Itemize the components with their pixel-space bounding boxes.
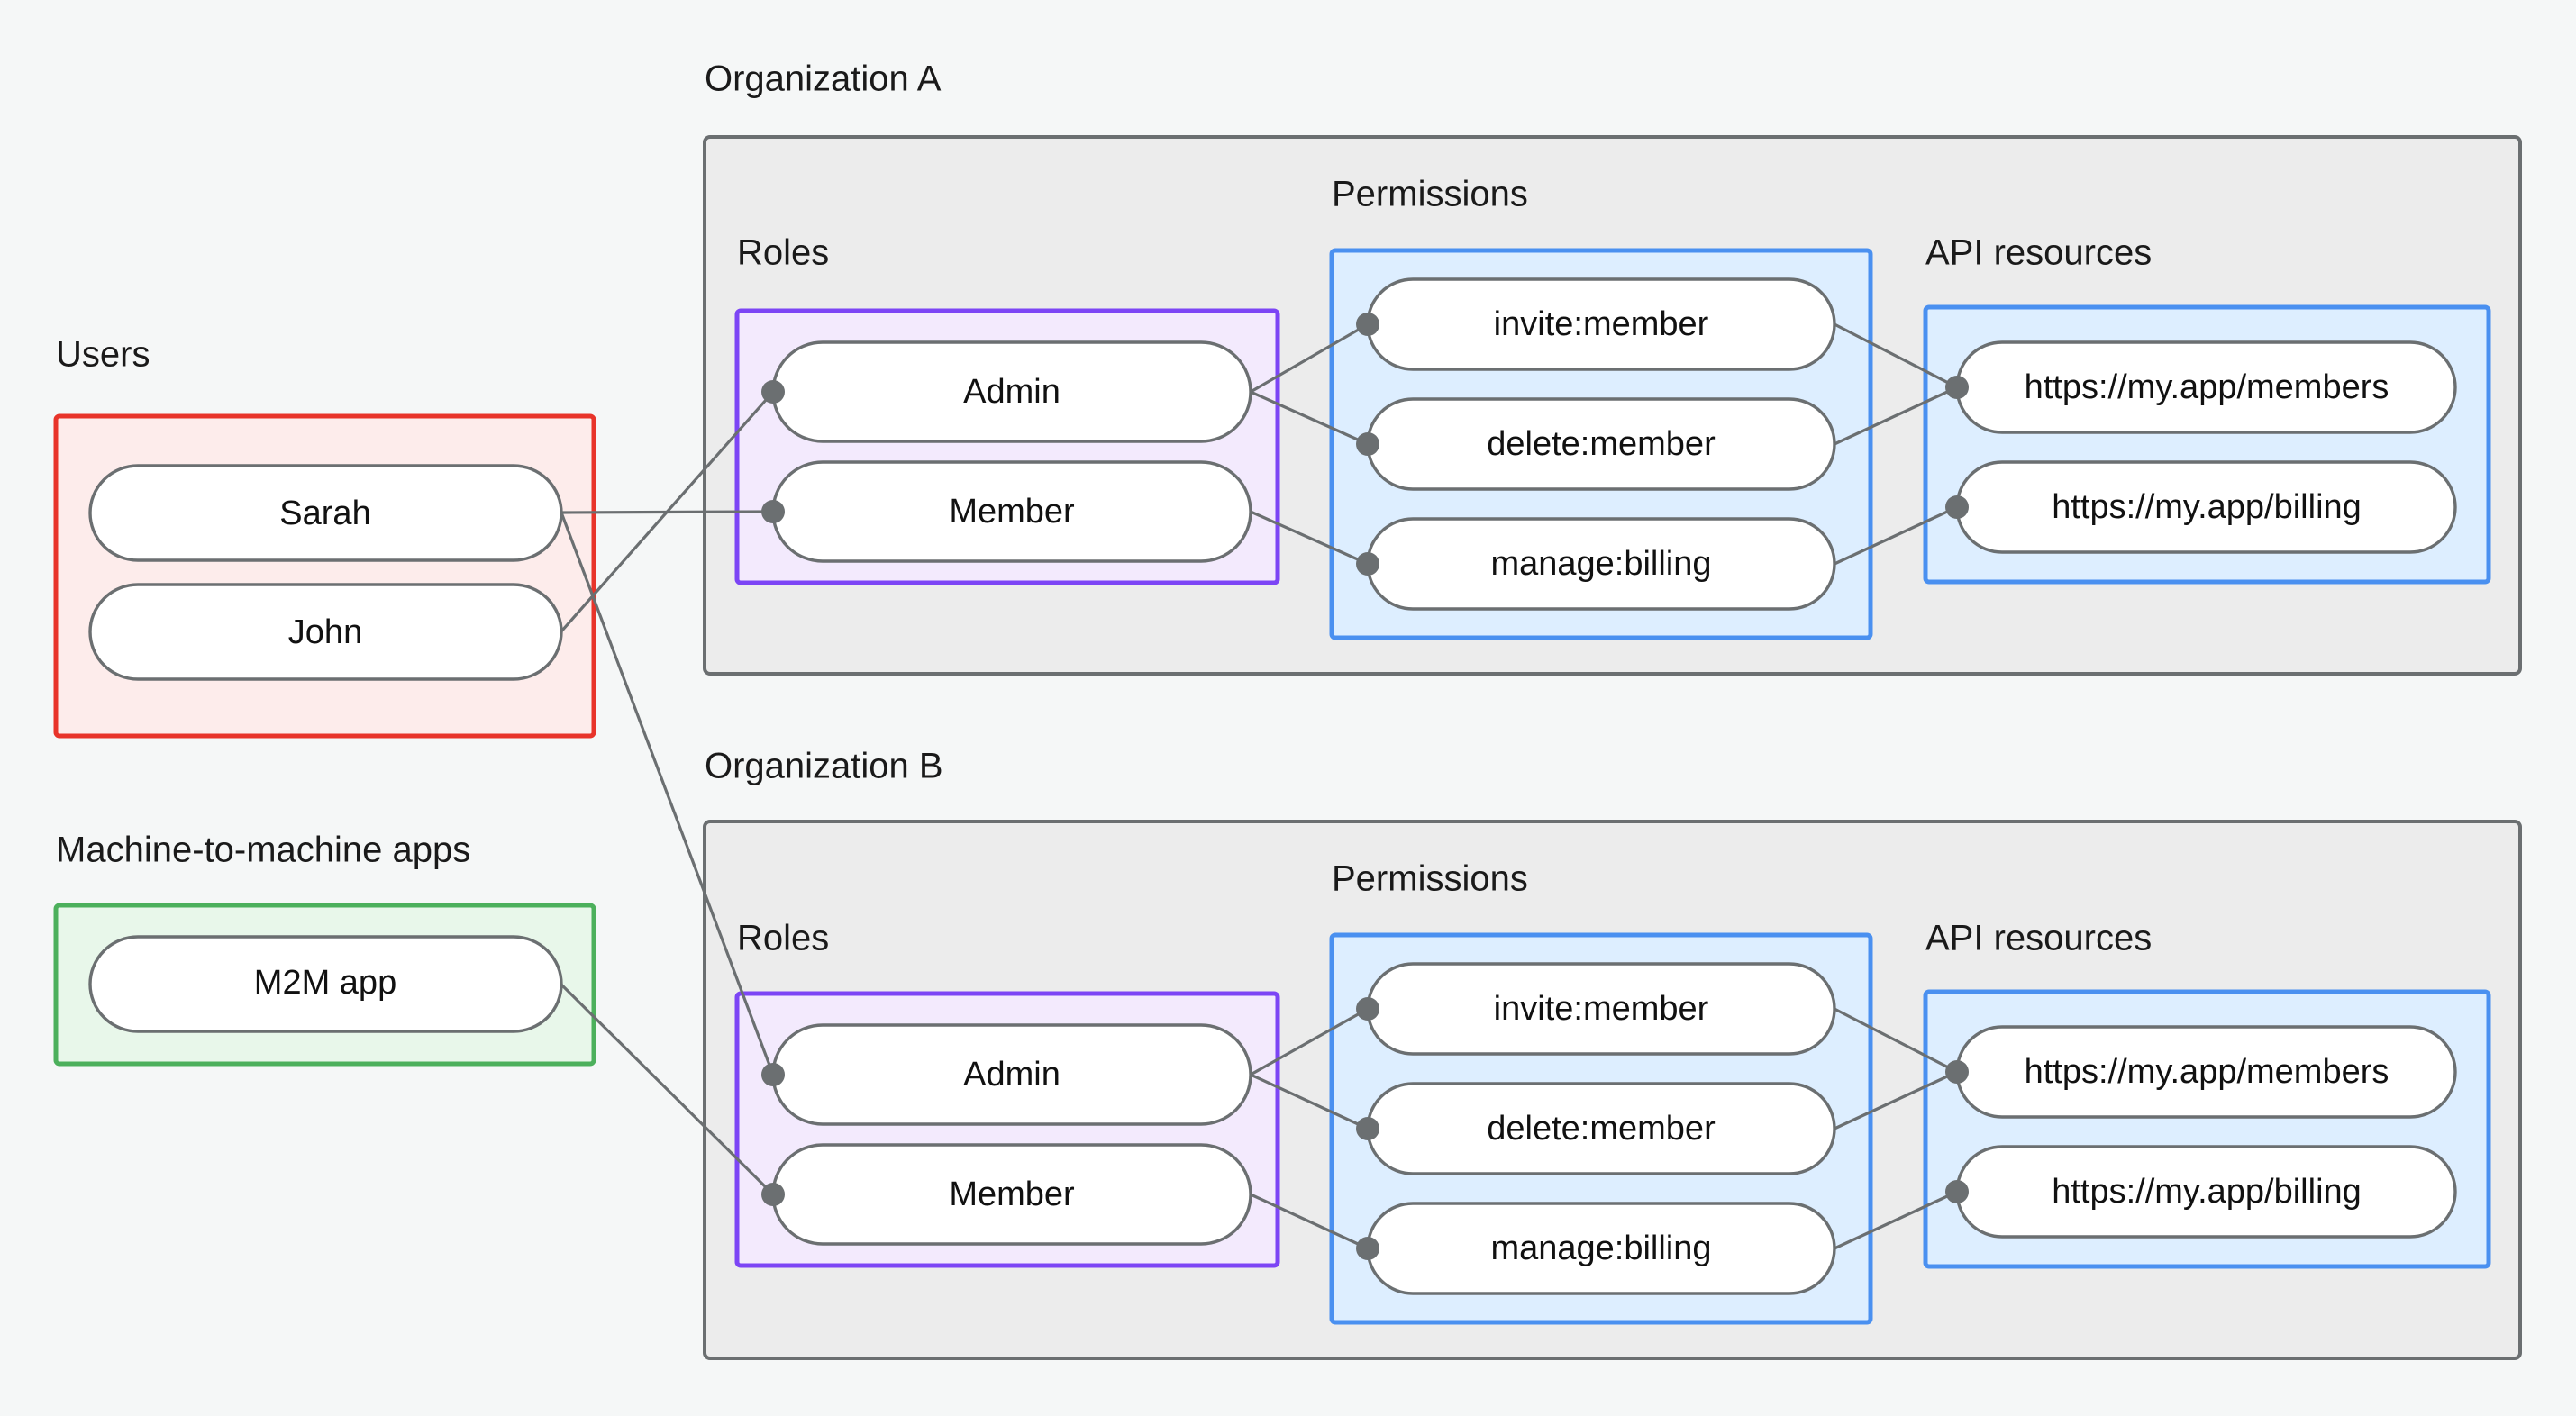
edge-orga-billing-to-billing bbox=[1834, 505, 1958, 566]
user-john[interactable] bbox=[88, 583, 563, 681]
endpoint-orga-api-members-in bbox=[1945, 376, 1969, 399]
users-container bbox=[53, 413, 596, 739]
edge-orgb-delete-to-members bbox=[1834, 1070, 1958, 1130]
org-b-permission-delete-member-label: delete:member bbox=[1487, 1110, 1716, 1148]
org-a-role-admin-label: Admin bbox=[963, 373, 1060, 411]
org-a-roles-label: Roles bbox=[737, 233, 829, 273]
edge-orga-admin-to-invite bbox=[1250, 322, 1369, 394]
edge-orga-admin-to-delete bbox=[1250, 390, 1369, 446]
edge-orga-invite-to-members bbox=[1834, 322, 1958, 389]
edge-orgb-admin-to-delete bbox=[1250, 1073, 1369, 1130]
org-a-permission-invite-member-label: invite:member bbox=[1494, 305, 1709, 343]
org-a-permissions-group: Permissions invite:member delete:member … bbox=[1329, 175, 1873, 640]
org-b-label: Organization B bbox=[705, 747, 943, 786]
m2m-app[interactable] bbox=[88, 935, 563, 1033]
connection-edges bbox=[560, 322, 1958, 1250]
edge-orga-delete-to-members bbox=[1834, 386, 1958, 446]
endpoint-orga-delete-in bbox=[1356, 432, 1379, 456]
edge-sarah-to-orgb-admin bbox=[560, 512, 775, 1076]
edge-orgb-invite-to-members bbox=[1834, 1007, 1958, 1074]
edge-orga-member-to-billing bbox=[1250, 510, 1369, 566]
m2m-app-label: M2M app bbox=[254, 964, 396, 1002]
org-a-permissions-label: Permissions bbox=[1332, 175, 1528, 214]
org-b-permissions-group: Permissions invite:member delete:member … bbox=[1329, 859, 1873, 1325]
m2m-group: Machine-to-machine apps M2M app bbox=[53, 831, 596, 1067]
endpoint-orga-member-in bbox=[761, 500, 785, 523]
org-a-roles-group: Roles Admin Member bbox=[734, 233, 1280, 585]
edge-orgb-member-to-billing bbox=[1250, 1193, 1369, 1250]
endpoint-orgb-api-members-in bbox=[1945, 1060, 1969, 1084]
org-b-api-billing-label: https://my.app/billing bbox=[2052, 1173, 2362, 1211]
users-group: Users Sarah John bbox=[53, 335, 596, 739]
org-a-api-billing-label: https://my.app/billing bbox=[2052, 488, 2362, 526]
endpoint-orga-admin-in bbox=[761, 380, 785, 404]
edge-endpoints bbox=[761, 313, 1969, 1260]
endpoint-orgb-admin-in bbox=[761, 1063, 785, 1086]
edge-john-to-orga-admin bbox=[560, 390, 775, 633]
edge-orgb-billing-to-billing bbox=[1834, 1190, 1958, 1250]
org-b-role-member-label: Member bbox=[949, 1175, 1075, 1213]
org-a-label: Organization A bbox=[705, 59, 942, 99]
edge-m2m-to-orgb-member bbox=[560, 983, 775, 1196]
endpoint-orga-invite-in bbox=[1356, 313, 1379, 336]
org-b-roles-group: Roles Admin Member bbox=[734, 919, 1280, 1268]
edge-orgb-admin-to-invite bbox=[1250, 1007, 1369, 1076]
endpoint-orgb-member-in bbox=[761, 1183, 785, 1206]
org-b-roles-label: Roles bbox=[737, 919, 829, 958]
org-a-api-members-label: https://my.app/members bbox=[2025, 368, 2389, 406]
endpoint-orga-billing-in bbox=[1356, 552, 1379, 576]
endpoint-orgb-api-billing-in bbox=[1945, 1180, 1969, 1203]
endpoint-orga-api-billing-in bbox=[1945, 495, 1969, 519]
org-b-api-members-label: https://my.app/members bbox=[2025, 1053, 2389, 1091]
org-b-api-label: API resources bbox=[1925, 919, 2152, 958]
org-a-role-member-label: Member bbox=[949, 493, 1075, 531]
user-sarah-label: Sarah bbox=[279, 495, 370, 532]
endpoint-orgb-billing-in bbox=[1356, 1237, 1379, 1260]
org-a-permission-delete-member-label: delete:member bbox=[1487, 425, 1716, 463]
org-a-permission-manage-billing-label: manage:billing bbox=[1490, 545, 1711, 583]
org-b-permissions-label: Permissions bbox=[1332, 859, 1528, 899]
org-b-role-admin-label: Admin bbox=[963, 1056, 1060, 1094]
endpoint-orgb-delete-in bbox=[1356, 1117, 1379, 1140]
org-a-api-label: API resources bbox=[1925, 233, 2152, 273]
m2m-label: Machine-to-machine apps bbox=[56, 831, 470, 870]
org-b-permission-manage-billing-label: manage:billing bbox=[1490, 1230, 1711, 1267]
org-b-permission-invite-member-label: invite:member bbox=[1494, 990, 1709, 1028]
org-b-api-group: API resources https://my.app/members htt… bbox=[1923, 919, 2491, 1269]
users-label: Users bbox=[56, 335, 150, 375]
user-john-label: John bbox=[288, 613, 362, 651]
endpoint-orgb-invite-in bbox=[1356, 997, 1379, 1021]
org-a-api-group: API resources https://my.app/members htt… bbox=[1923, 233, 2491, 585]
